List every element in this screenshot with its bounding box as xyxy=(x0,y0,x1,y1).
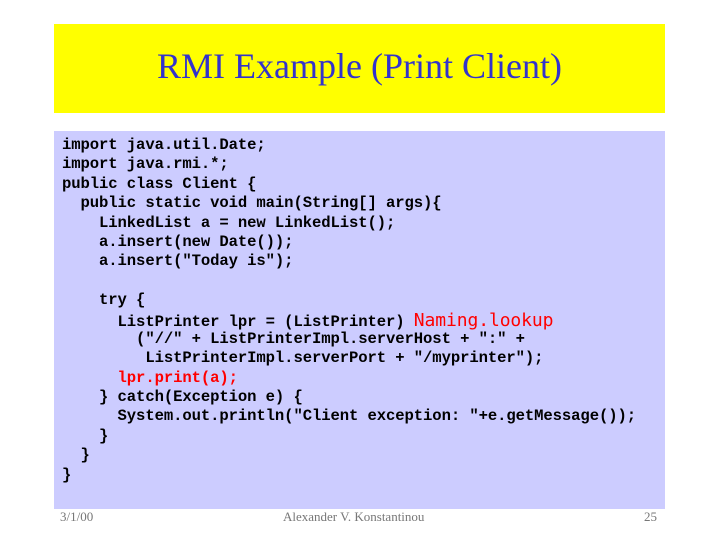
title-banner: RMI Example (Print Client) xyxy=(54,24,665,113)
code-text: } xyxy=(62,426,109,445)
code-line: public static void main(String[] args){ xyxy=(62,194,636,213)
code-line: LinkedList a = new LinkedList(); xyxy=(62,214,636,233)
code-line: System.out.println("Client exception: "+… xyxy=(62,407,637,426)
slide-title: RMI Example (Print Client) xyxy=(157,45,562,86)
code-line: } xyxy=(62,466,636,485)
code-line: ListPrinterImpl.serverPort + "/myprinter… xyxy=(62,349,636,368)
code-line: public class Client { xyxy=(62,175,636,194)
code-text: public class Client { xyxy=(62,174,257,193)
code-text: } catch(Exception e) { xyxy=(62,388,303,407)
code-line: } xyxy=(62,427,636,446)
code-line xyxy=(62,272,636,291)
code-line: a.insert(new Date()); xyxy=(62,233,636,252)
code-line: import java.util.Date; xyxy=(62,136,636,155)
footer-date: 3/1/00 xyxy=(60,509,94,524)
code-line: import java.rmi.*; xyxy=(62,155,636,174)
code-text: LinkedList a = new LinkedList(); xyxy=(62,213,396,232)
code-line: ("//" + ListPrinterImpl.serverHost + ":"… xyxy=(62,330,636,349)
code-text: import java.util.Date; xyxy=(62,136,266,154)
code-text: ListPrinter lpr = (ListPrinter) xyxy=(62,312,414,331)
code-text: ListPrinterImpl.serverPort + "/myprinter… xyxy=(62,349,544,368)
code-text: } xyxy=(62,465,72,484)
code-text: import java.rmi.*; xyxy=(62,155,229,174)
code-text: a.insert("Today is"); xyxy=(62,252,294,271)
code-line: a.insert("Today is"); xyxy=(62,252,636,271)
code-text: } xyxy=(62,446,90,465)
code-line: try { xyxy=(62,291,636,310)
code-block: import java.util.Date;import java.rmi.*;… xyxy=(54,131,665,509)
code-text: ("//" + ListPrinterImpl.serverHost + ":"… xyxy=(62,329,525,348)
highlighted-code: lpr.print(a); xyxy=(62,368,238,387)
footer-author: Alexander V. Konstantinou xyxy=(283,509,425,524)
naming-lookup-highlight: Naming.lookup xyxy=(413,309,554,331)
code-listing: import java.util.Date;import java.rmi.*;… xyxy=(62,136,636,485)
code-line: lpr.print(a); xyxy=(62,369,636,388)
code-line: ListPrinter lpr = (ListPrinter) Naming.l… xyxy=(62,309,636,331)
code-text: public static void main(String[] args){ xyxy=(62,194,442,213)
code-text: a.insert(new Date()); xyxy=(62,232,294,251)
code-line: } xyxy=(62,446,636,465)
code-text: try { xyxy=(62,291,146,310)
code-text: System.out.println("Client exception: "+… xyxy=(62,407,637,426)
footer-page-number: 25 xyxy=(644,509,657,524)
code-line: } catch(Exception e) { xyxy=(62,388,636,407)
